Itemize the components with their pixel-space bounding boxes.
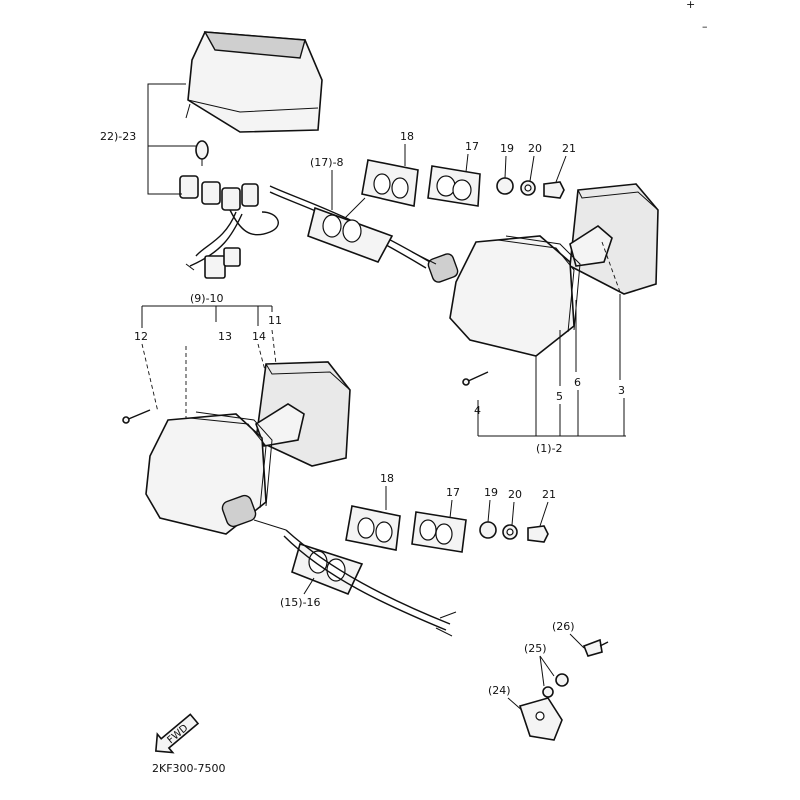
- label-20-lower: 20: [508, 488, 522, 501]
- label-17-lower: 17: [446, 486, 460, 499]
- signal-stem-lower: [221, 494, 257, 528]
- washer-25: [555, 673, 569, 687]
- washer-19-lower: [479, 521, 497, 539]
- lens-socket-upper: [569, 225, 613, 267]
- label-5: 5: [556, 390, 563, 403]
- label-25: (25): [524, 642, 547, 655]
- signal-wire-upper: [269, 185, 431, 263]
- label-19-lower: 19: [484, 486, 498, 499]
- drawing-code: 2KF300-7500: [152, 762, 226, 775]
- label-20-upper: 20: [528, 142, 542, 155]
- label-26: (26): [552, 620, 575, 633]
- signal-wire-lower: [285, 529, 451, 625]
- label-14: 14: [252, 330, 266, 343]
- screw-12: [125, 409, 151, 421]
- corner-mark-plus: +: [686, 0, 695, 11]
- label-3: 3: [618, 384, 625, 397]
- label-17-upper: 17: [465, 140, 479, 153]
- signal-body-upper: [449, 235, 575, 357]
- label-13: 13: [218, 330, 232, 343]
- label-21-lower: 21: [542, 488, 556, 501]
- bolt-26: [582, 638, 603, 657]
- label-17-8: (17)-8: [310, 156, 344, 169]
- label-6: 6: [574, 376, 581, 389]
- tail-light-assembly: [185, 31, 323, 133]
- label-21-upper: 21: [562, 142, 576, 155]
- corner-mark-dash: –: [702, 20, 708, 33]
- label-9-10: (9)-10: [190, 292, 224, 305]
- bulb-21-upper: [543, 181, 565, 199]
- bulb-21-lower: [527, 525, 549, 543]
- label-19-upper: 19: [500, 142, 514, 155]
- tail-light-bulb: [195, 140, 209, 166]
- label-24: (24): [488, 684, 511, 697]
- label-15-16: (15)-16: [280, 596, 321, 609]
- label-12: 12: [134, 330, 148, 343]
- washer-19-upper: [496, 177, 514, 195]
- label-22-23: 22)-23: [100, 130, 136, 143]
- label-18-upper: 18: [400, 130, 414, 143]
- screw-4: [465, 371, 489, 383]
- tail-light-socket-harness: [179, 175, 279, 279]
- tail-light-lens: [203, 31, 306, 59]
- signal-stem-upper: [427, 253, 459, 283]
- wire-connector: [204, 255, 226, 279]
- label-1-2: (1)-2: [536, 442, 563, 455]
- label-11: 11: [268, 314, 282, 327]
- label-18-lower: 18: [380, 472, 394, 485]
- front-arrow: FWD: [154, 713, 200, 754]
